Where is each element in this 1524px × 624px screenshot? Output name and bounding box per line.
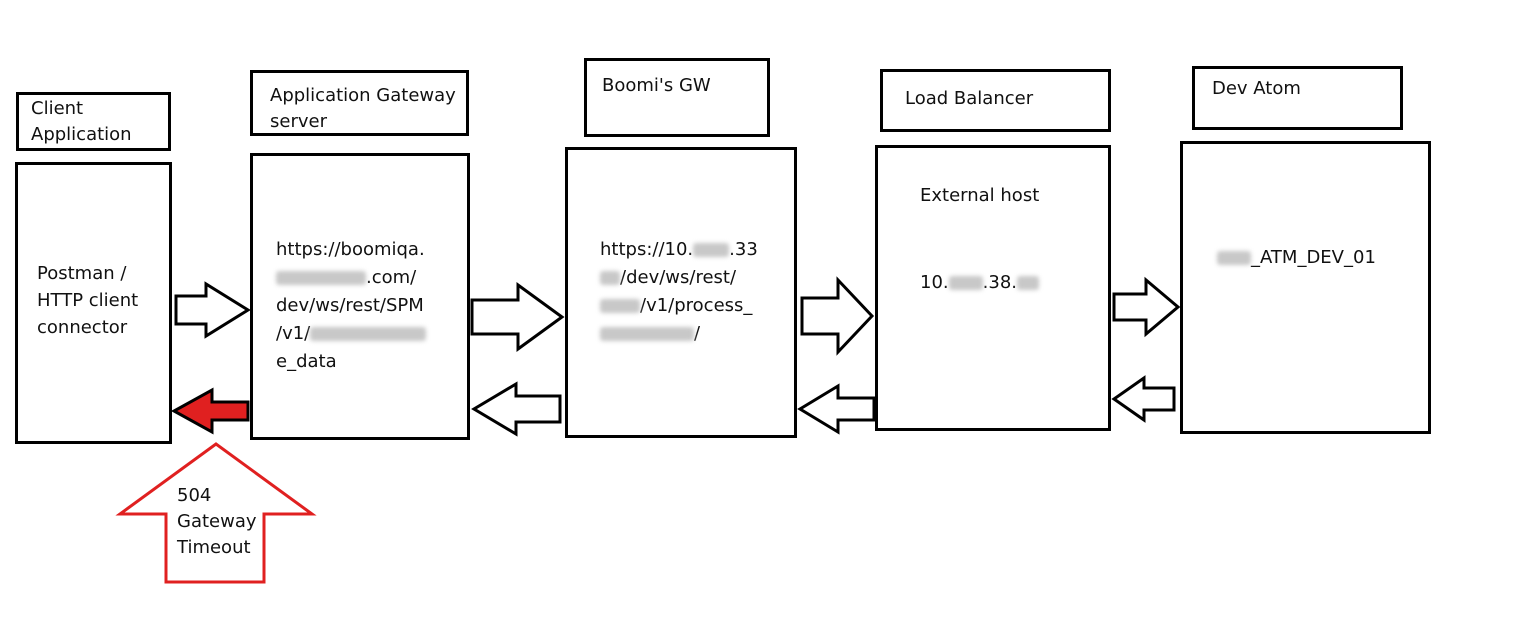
error-label: 504 Gateway Timeout bbox=[177, 485, 257, 558]
arrow-lb-to-boomigw bbox=[797, 383, 876, 435]
arrow-boomigw-to-lb bbox=[800, 276, 875, 356]
boomigw-title-box bbox=[584, 58, 770, 137]
arrow-boomigw-to-appgw bbox=[471, 381, 562, 437]
lb-title: Load Balancer bbox=[905, 88, 1034, 109]
appgw-body: https://boomiqa. .com/ dev/ws/rest/SPM /… bbox=[276, 239, 427, 372]
lb-box bbox=[875, 145, 1111, 431]
lb-subtitle: External host bbox=[920, 185, 1040, 206]
atom-box bbox=[1180, 141, 1431, 434]
lb-ip: 10..38. bbox=[920, 269, 1039, 297]
client-body: Postman / HTTP client connector bbox=[37, 263, 139, 338]
arrow-appgw-to-boomigw bbox=[470, 282, 565, 352]
client-title-box bbox=[16, 92, 171, 151]
appgw-title: Application Gateway server bbox=[270, 85, 456, 132]
boomigw-box bbox=[565, 147, 797, 438]
lb-title-box bbox=[880, 69, 1111, 132]
atom-body: _ATM_DEV_01 bbox=[1217, 244, 1376, 272]
appgw-title-box bbox=[250, 70, 469, 136]
atom-title-box bbox=[1192, 66, 1403, 130]
arrow-lb-to-atom bbox=[1112, 276, 1181, 338]
error-up-arrow bbox=[115, 442, 317, 584]
client-title: Client Application bbox=[31, 98, 132, 145]
boomigw-title: Boomi's GW bbox=[602, 75, 711, 96]
atom-title: Dev Atom bbox=[1212, 78, 1301, 99]
appgw-box bbox=[250, 153, 470, 440]
arrow-appgw-to-client-error bbox=[170, 387, 250, 435]
client-box bbox=[15, 162, 172, 444]
arrow-atom-to-lb bbox=[1111, 375, 1176, 423]
arrow-client-to-appgw bbox=[174, 281, 251, 339]
boomigw-body: https://10..33 /dev/ws/rest/ /v1/process… bbox=[600, 239, 758, 344]
